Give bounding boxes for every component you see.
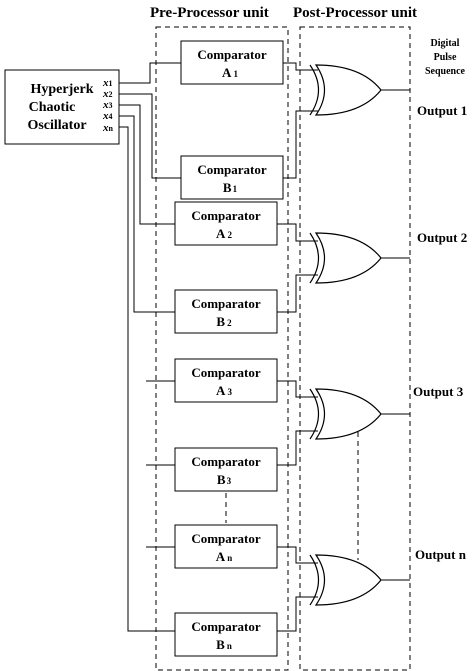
comparator-b2-label: Comparator [191, 296, 261, 311]
pre-processor-heading: Pre-Processor unit [150, 5, 269, 21]
comparator-a3-label: Comparator [191, 365, 261, 380]
wire-a3-to-xor3 [277, 380, 318, 398]
wire-x1-to-a1 [119, 62, 181, 84]
wire-x4-to-b2 [119, 115, 175, 313]
digital-pulse-label-line-1: Digital [431, 38, 460, 49]
gate-wiring [277, 62, 318, 632]
comparator-b1-id: B1 [223, 180, 238, 195]
pre-processor-unit-boundary [155, 26, 289, 671]
output-x2-label: x2 [102, 88, 113, 100]
wire-b3-to-xor3 [277, 430, 318, 466]
xor-gate-2 [309, 232, 410, 284]
wire-x3-to-a2 [119, 104, 175, 225]
wire-a2-to-xor2 [277, 223, 318, 242]
digital-pulse-label-line-3: Sequence [425, 66, 466, 77]
oscillator-label-line-1: Hyperjerk [31, 82, 94, 97]
output-2-label: Output 2 [417, 230, 467, 245]
comparator-a1-label: Comparator [197, 47, 267, 62]
output-1-label: Output 1 [417, 103, 467, 118]
oscillator-output-labels: x1 x2 x3 x4 xn [102, 77, 114, 134]
output-3-label: Output 3 [413, 384, 464, 399]
comparator-a2-label: Comparator [191, 208, 261, 223]
comparator-b3-id: B3 [217, 472, 232, 487]
hyperjerk-oscillator: Hyperjerk Chaotic Oscillator [4, 69, 120, 145]
comparator-b3-label: Comparator [191, 454, 261, 469]
wire-an-to-xorn [277, 546, 318, 564]
oscillator-box [4, 69, 120, 145]
post-processor-unit-boundary [299, 26, 411, 671]
xor-gate-3 [309, 388, 410, 440]
wire-x2-to-b1 [119, 93, 181, 179]
comparator-bn-label: Comparator [191, 619, 261, 634]
output-n-label: Output n [415, 547, 467, 562]
comparator-b1-label: Comparator [197, 162, 267, 177]
oscillator-label-line-3: Oscillator [27, 118, 86, 133]
post-processor-heading: Post-Processor unit [293, 5, 417, 21]
comparator-b1: Comparator B1 [180, 155, 284, 200]
wire-b1-to-xor1 [283, 110, 318, 179]
xor-gate-n [309, 554, 410, 606]
input-wiring [119, 62, 181, 632]
oscillator-label-line-2: Chaotic [29, 100, 76, 115]
wire-bn-to-xorn [277, 596, 318, 632]
xor-gate-1 [309, 64, 410, 116]
comparator-an-label: Comparator [191, 531, 261, 546]
output-x4-label: x4 [102, 110, 113, 122]
output-x1-label: x1 [102, 77, 113, 89]
wire-xn-to-bn [119, 126, 175, 632]
output-xn-label: xn [102, 122, 114, 134]
wire-b2-to-xor2 [277, 274, 318, 313]
comparator-b3: Comparator B3 [174, 447, 278, 492]
wire-a1-to-xor1 [283, 62, 318, 71]
output-x3-label: x3 [102, 99, 113, 111]
digital-pulse-label-line-2: Pulse [434, 52, 457, 63]
